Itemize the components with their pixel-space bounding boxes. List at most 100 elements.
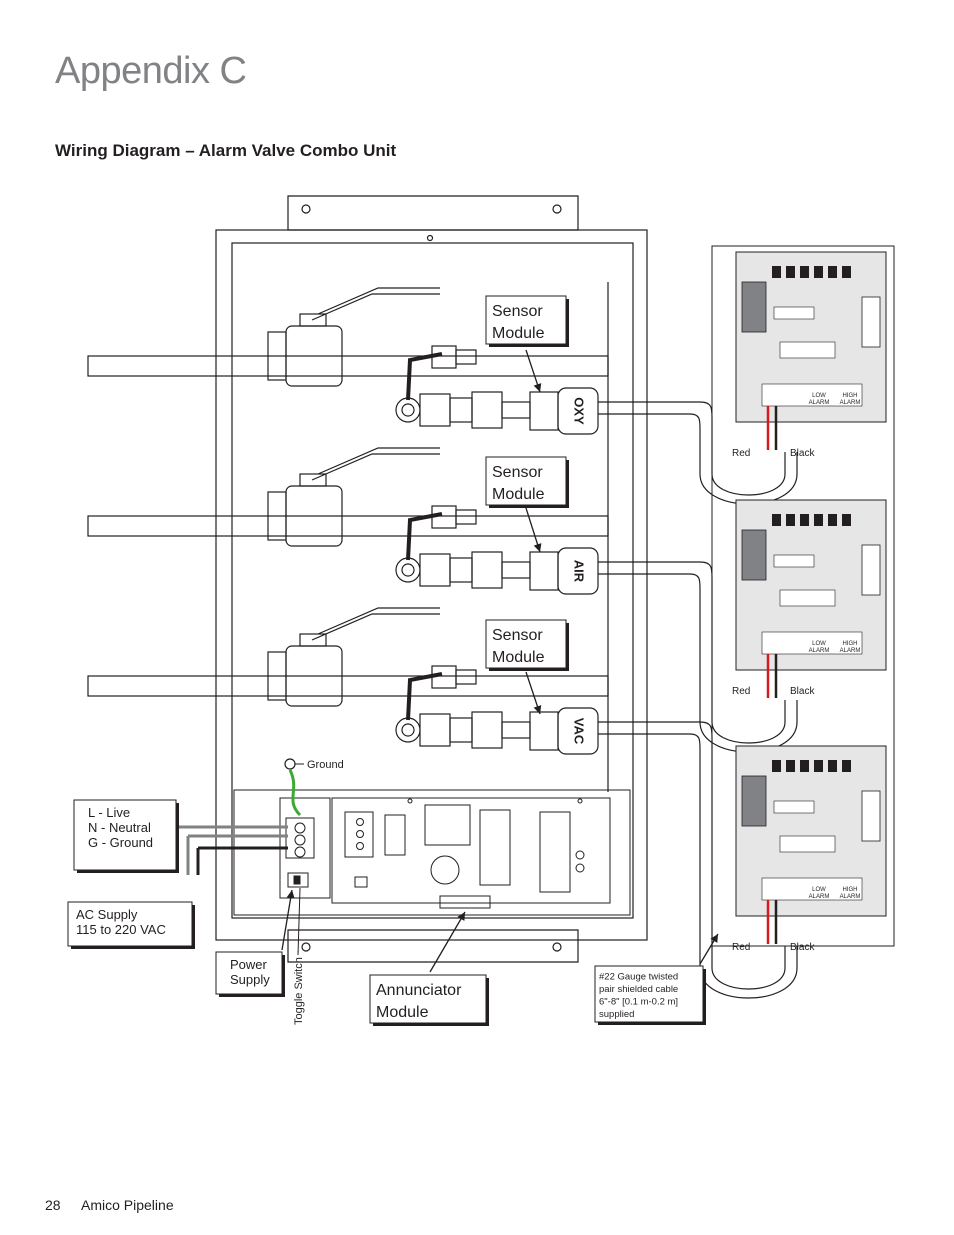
power-supply-board: [331, 797, 611, 904]
pcb-label: [779, 589, 836, 607]
gas-line-air: AIR: [87, 447, 609, 595]
callout-leader: [281, 889, 293, 951]
arrowhead: [533, 543, 542, 552]
enclosure-inner: [231, 242, 634, 919]
valve-handle: [317, 447, 440, 475]
callout-leader: [429, 911, 466, 973]
callout-leader: [297, 887, 301, 956]
power-supply-callout-text: Supply: [230, 972, 270, 987]
sensor-cable: [598, 561, 798, 753]
ac-supply-callout-text: AC Supply: [76, 907, 138, 922]
terminal-strip: [761, 877, 863, 901]
pipe: [87, 675, 609, 697]
toggle-switch: [287, 872, 309, 888]
sensor-cable: [598, 401, 798, 505]
page-number: 28: [45, 1197, 61, 1213]
high-alarm-label: HIGH: [843, 641, 858, 647]
low-alarm-label-2: ALARM: [809, 400, 830, 406]
sensor-head: [557, 387, 599, 435]
sensor-module-callout-text: Module: [492, 649, 545, 666]
wiring-legend-callout-text: G - Ground: [88, 835, 153, 850]
sensor-module-callout-text: Sensor: [492, 627, 543, 644]
ribbon-connector: [741, 281, 767, 333]
arrowhead: [286, 890, 295, 899]
sensor-module-callout-text: Module: [492, 325, 545, 342]
bottom-mounting-flange: [287, 929, 579, 963]
black-wire-label: Black: [790, 942, 815, 953]
gas-line-oxy: OXY: [87, 287, 609, 435]
check-valve: [395, 557, 421, 583]
wiring-legend-callout-text: N - Neutral: [88, 820, 151, 835]
cable-note-callout-text: #22 Gauge twisted: [599, 972, 678, 983]
header-connector: [861, 790, 881, 842]
high-alarm-label-2: ALARM: [840, 648, 861, 654]
annunciator-callout-text: Annunciator: [376, 982, 462, 999]
section-title: Wiring Diagram – Alarm Valve Combo Unit: [55, 141, 397, 160]
sensor-hex: [529, 551, 559, 591]
gas-label: OXY: [572, 397, 587, 425]
cable-note-callout-text: supplied: [599, 1009, 634, 1020]
footer-brand: Amico Pipeline: [81, 1197, 174, 1213]
terminal-strip: [761, 383, 863, 407]
mounting-hole: [552, 204, 562, 214]
gas-label: AIR: [572, 560, 587, 583]
sensor-head: [557, 707, 599, 755]
valve-handle: [317, 287, 440, 315]
arrowhead: [457, 912, 465, 921]
arrowhead: [710, 934, 718, 943]
terminal-block: [285, 817, 315, 859]
sensor-module-callout-text: Sensor: [492, 464, 543, 481]
mounting-hole: [552, 942, 562, 952]
black-wire-label: Black: [790, 686, 815, 697]
mounting-hole: [301, 942, 311, 952]
page-title: Appendix C: [55, 50, 247, 92]
ribbon-connector: [741, 529, 767, 581]
top-mounting-flange: [287, 195, 579, 231]
ribbon-connector: [741, 775, 767, 827]
low-alarm-label: LOW: [812, 641, 826, 647]
wiring-legend-callout-text: L - Live: [88, 805, 130, 820]
high-alarm-label: HIGH: [843, 887, 858, 893]
header-connector: [861, 544, 881, 596]
check-valve: [395, 397, 421, 423]
cable-note-callout-text: 6"-8" [0.1 m-0.2 m]: [599, 997, 678, 1008]
terminal-strip: [761, 631, 863, 655]
sensor-module-callout-text: Module: [492, 486, 545, 503]
sample-tube: [406, 672, 443, 721]
sensor-head: [557, 547, 599, 595]
sensor-module-callout-text: Sensor: [492, 303, 543, 320]
annunciator-board: [233, 789, 631, 916]
ground-lug: [284, 758, 296, 770]
gas-line-vac: VAC: [87, 607, 609, 755]
alarm-boards-panel: [711, 245, 895, 947]
ground-wire: [288, 769, 302, 817]
red-wire-label: Red: [732, 942, 750, 953]
annunciator-callout-text: Module: [376, 1004, 429, 1021]
low-alarm-label-2: ALARM: [809, 894, 830, 900]
sensor-hex: [529, 711, 559, 751]
pipe: [87, 515, 609, 537]
sensor-hex: [529, 391, 559, 431]
low-alarm-label-2: ALARM: [809, 648, 830, 654]
cable-note-callout-text: pair shielded cable: [599, 984, 678, 995]
mounting-hole: [426, 234, 434, 242]
power-supply-callout-text: Power: [230, 957, 268, 972]
ic-chip: [773, 306, 815, 320]
ic-chip: [773, 554, 815, 568]
high-alarm-label: HIGH: [843, 393, 858, 399]
valve-handle: [317, 607, 440, 635]
mounting-hole: [301, 204, 311, 214]
red-wire-label: Red: [732, 686, 750, 697]
pipe: [87, 355, 609, 377]
header-connector: [861, 296, 881, 348]
